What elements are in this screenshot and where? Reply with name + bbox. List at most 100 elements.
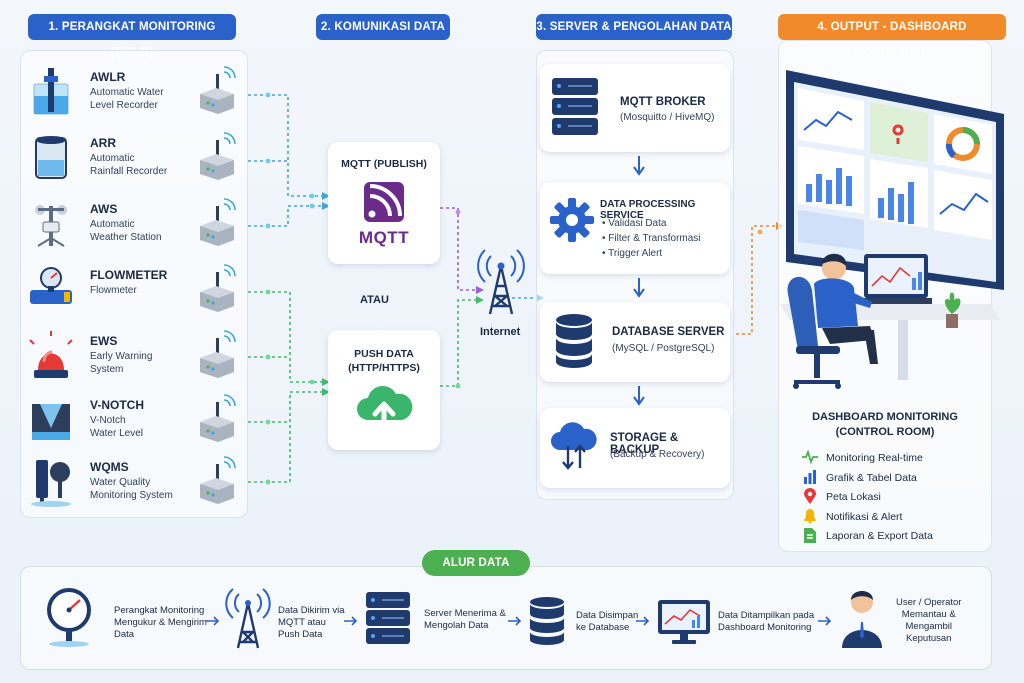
push-card: PUSH DATA (HTTP/HTTPS): [328, 330, 440, 450]
flow-step-line: Mengambil: [905, 621, 952, 632]
flow-step-line: Mengolah Data: [424, 620, 489, 631]
monitor-icon: [658, 600, 710, 644]
device-name: V-NOTCH: [90, 398, 144, 412]
pulse-icon: [802, 449, 818, 465]
or-label: ATAU: [360, 294, 389, 306]
flow-step-6: User / Operator Memantau & Mengambil Kep…: [896, 597, 961, 645]
broker-title: MQTT BROKER: [620, 96, 706, 108]
cloud-upload-icon: [357, 385, 413, 433]
device-name: AWS: [90, 202, 118, 216]
feature-item: Monitoring Real-time: [826, 452, 923, 464]
water-quality-probe-icon: [31, 460, 71, 507]
device-desc: Automatic: [90, 153, 135, 164]
mqtt-logo-icon: [364, 182, 404, 222]
flow-step-line: Data Dikirim via: [278, 605, 345, 616]
bell-icon: [804, 509, 816, 524]
internet-label: Internet: [480, 326, 521, 338]
weather-station-icon: [35, 205, 67, 247]
flow-step-3: Server Menerima & Mengolah Data: [424, 608, 506, 632]
device-desc: Early Warning: [90, 351, 153, 362]
mqtt-card: MQTT (PUBLISH) MQTT: [328, 142, 440, 264]
sensor-node-icon: [200, 66, 236, 114]
broker-sub: (Mosquitto / HiveMQ): [620, 112, 715, 123]
document-icon: [804, 528, 816, 543]
internet-tower-icon: [477, 249, 525, 315]
processing-title: DATA PROCESSING SERVICE: [600, 199, 696, 221]
sensor-node-icon: [200, 394, 236, 442]
user-icon: [842, 591, 882, 648]
device-name: ARR: [90, 136, 116, 150]
flow-step-line: Data Ditampilkan pada: [718, 610, 815, 621]
bar-chart-icon: [804, 470, 816, 484]
arrow-right-icon: [508, 616, 522, 626]
database-sub: (MySQL / PostgreSQL): [612, 343, 715, 354]
storage-card: STORAGE & BACKUP (Backup & Recovery): [540, 408, 730, 488]
header-server: 3. SERVER & PENGOLAHAN DATA: [536, 14, 732, 40]
flow-step-line: Push Data: [278, 629, 323, 640]
device-desc: Automatic: [90, 219, 135, 230]
feature-item: Grafik & Tabel Data: [826, 472, 917, 484]
map-pin-icon: [804, 488, 816, 504]
water-level-sensor-icon: [33, 68, 69, 115]
processing-card: DATA PROCESSING SERVICE • Validasi Data …: [540, 182, 730, 274]
tower-icon: [225, 588, 271, 649]
flow-step-1: Perangkat Monitoring Mengukur & Mengirim…: [114, 605, 207, 641]
device-desc: Weather Station: [90, 232, 162, 243]
mqtt-title: MQTT (PUBLISH): [341, 158, 427, 170]
device-desc: Automatic Water: [90, 87, 164, 98]
device-name: WQMS: [90, 460, 129, 474]
sensor-node-icon: [200, 264, 236, 312]
flow-panel: [20, 566, 992, 670]
storage-sub: (Backup & Recovery): [610, 449, 705, 460]
sensor-node-icon: [200, 456, 236, 504]
device-name: FLOWMETER: [90, 268, 168, 282]
flow-step-line: User / Operator: [896, 597, 962, 608]
device-desc: Flowmeter: [90, 285, 137, 296]
siren-icon: [29, 331, 73, 378]
push-title-2: (HTTP/HTTPS): [348, 362, 420, 374]
dashboard-title-line: DASHBOARD MONITORING: [812, 411, 958, 423]
arrow-right-icon: [206, 616, 220, 626]
arrow-down-icon: [633, 156, 645, 176]
flow-step-line: Server Menerima &: [424, 608, 506, 619]
dashboard-title: DASHBOARD MONITORING (CONTROL ROOM): [778, 410, 992, 440]
v-notch-weir-icon: [32, 404, 70, 440]
flow-step-2: Data Dikirim via MQTT atau Push Data: [278, 605, 345, 641]
device-info: FLOWMETER Flowmeter: [90, 268, 200, 297]
processing-item: • Filter & Transformasi: [602, 233, 701, 244]
broker-card: MQTT BROKER (Mosquitto / HiveMQ): [540, 64, 730, 152]
flow-step-line: Keputusan: [906, 633, 952, 644]
flow-step-line: Data Disimpan: [576, 610, 639, 621]
device-name: EWS: [90, 334, 118, 348]
feature-item: Notifikasi & Alert: [826, 511, 903, 523]
flow-step-line: Memantau &: [901, 609, 956, 620]
arrow-right-icon: [636, 616, 650, 626]
mqtt-logo-text: MQTT: [358, 228, 410, 247]
feature-item: Laporan & Export Data: [826, 530, 933, 542]
flow-step-5: Data Ditampilkan pada Dashboard Monitori…: [718, 610, 814, 634]
server-rack-icon: [552, 78, 598, 135]
device-desc: Water Level: [90, 428, 143, 439]
processing-item: • Validasi Data: [602, 218, 667, 229]
cloud-sync-icon: [551, 422, 597, 470]
database-icon: [556, 314, 592, 368]
server-icon: [366, 592, 410, 644]
flow-step-line: ke Database: [576, 622, 630, 633]
sensor-node-icon: [200, 198, 236, 246]
device-desc: Rainfall Recorder: [90, 166, 168, 177]
rain-gauge-icon: [35, 136, 67, 179]
push-title-1: PUSH DATA: [354, 348, 414, 360]
flow-step-line: Dashboard Monitoring: [718, 622, 812, 633]
flow-step-line: Perangkat Monitoring: [114, 605, 205, 616]
arrow-right-icon: [344, 616, 358, 626]
arrow-down-icon: [633, 278, 645, 298]
arrow-right-icon: [818, 616, 832, 626]
processing-items: • Validasi Data • Filter & Transformasi …: [602, 216, 701, 261]
flow-title: ALUR DATA: [422, 550, 530, 576]
sensor-node-icon: [200, 132, 236, 180]
